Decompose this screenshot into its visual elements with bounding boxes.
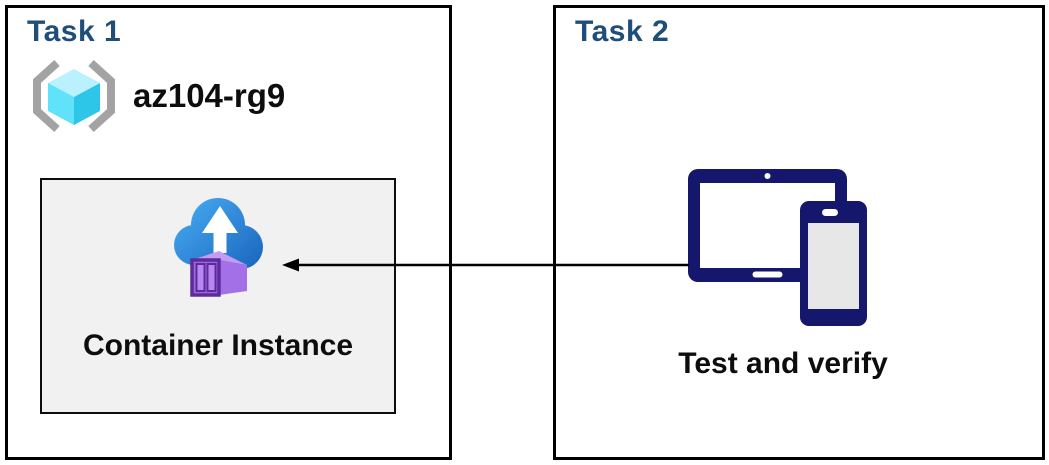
- task2-box: Task 2 Test and verify: [553, 5, 1045, 460]
- task2-title: Task 2: [575, 15, 670, 48]
- container-instance-box: Container Instance: [40, 178, 396, 414]
- container-instance-icon: [174, 198, 263, 297]
- resource-group: az104-rg9: [25, 57, 285, 135]
- container-icon: [190, 251, 247, 297]
- task1-box: Task 1 az104-rg9: [5, 5, 452, 460]
- test-verify-label: Test and verify: [678, 347, 888, 380]
- devices-icon: [688, 169, 867, 326]
- task1-title: Task 1: [27, 15, 122, 48]
- upload-arrow-icon: [202, 206, 238, 253]
- resource-group-icon: [33, 60, 115, 132]
- container-instance-label: Container Instance: [82, 329, 354, 362]
- phone-icon: [800, 201, 867, 326]
- resource-group-name: az104-rg9: [133, 77, 286, 114]
